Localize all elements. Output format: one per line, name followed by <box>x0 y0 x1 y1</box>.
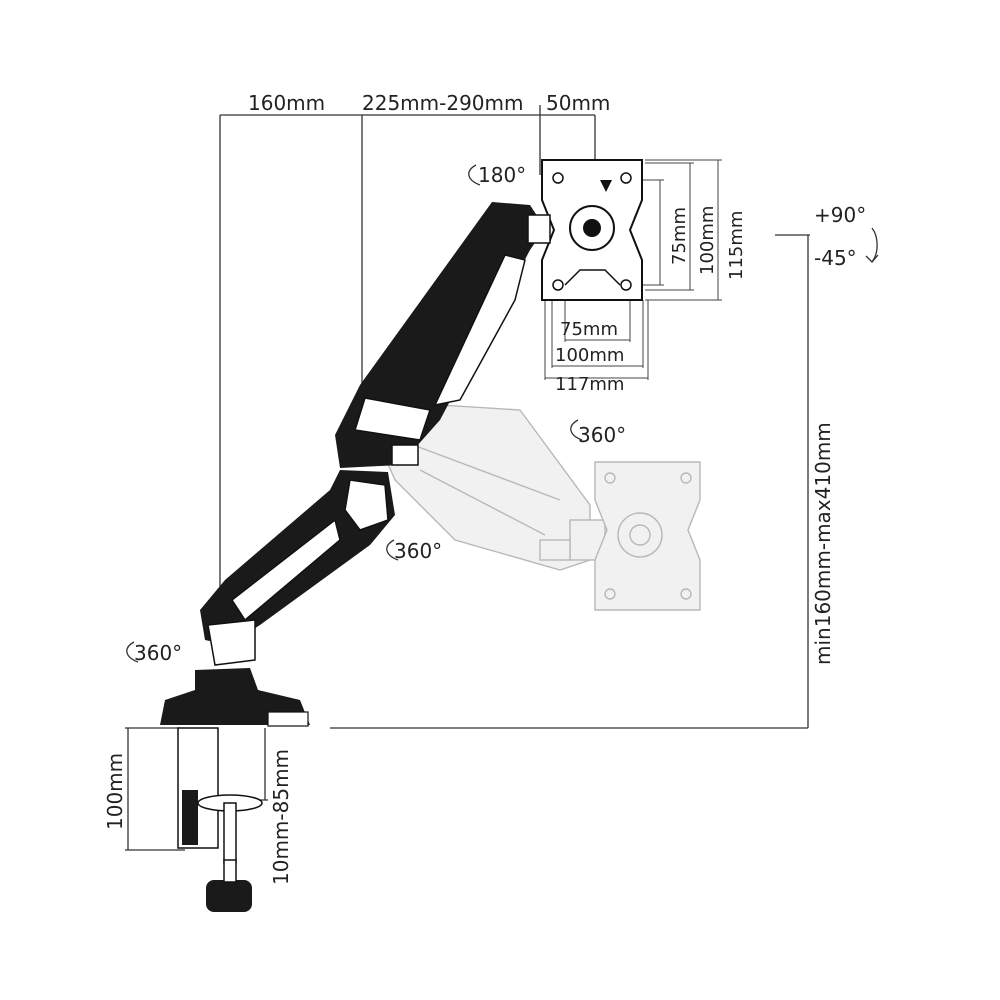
vesa-v-115-label: 115mm <box>726 211 747 280</box>
vesa-h-75-label: 75mm <box>560 319 618 340</box>
ghost-vesa-plate <box>594 461 701 611</box>
upper-arm <box>335 202 551 468</box>
rotation-arm-ghost-label: 360° <box>578 423 626 447</box>
tilt-up-label: +90° <box>814 203 866 227</box>
rotation-arrows <box>126 164 879 663</box>
dim-top-middle: 225mm-290mm <box>362 91 524 115</box>
clamp-height-label: 100mm <box>103 753 127 830</box>
vesa-h-117-label: 117mm <box>555 374 624 395</box>
dim-top-right: 50mm <box>546 91 610 115</box>
height-range-label: min160mm-max410mm <box>811 422 835 665</box>
vesa-v-75-label: 75mm <box>669 207 690 265</box>
tilt-down-label: -45° <box>814 246 857 270</box>
vesa-h-100-label: 100mm <box>555 345 624 366</box>
lower-arm <box>200 470 395 666</box>
rotation-base-label: 360° <box>134 641 182 665</box>
dimension-lines <box>125 105 810 851</box>
dim-top-left: 160mm <box>248 91 325 115</box>
base-clamp <box>160 668 310 912</box>
clamp-range-label: 10mm-85mm <box>269 749 293 885</box>
rotation-head-label: 180° <box>478 163 526 187</box>
rotation-elbow-label: 360° <box>394 539 442 563</box>
vesa-plate <box>541 159 643 301</box>
vesa-v-100-label: 100mm <box>697 206 718 275</box>
